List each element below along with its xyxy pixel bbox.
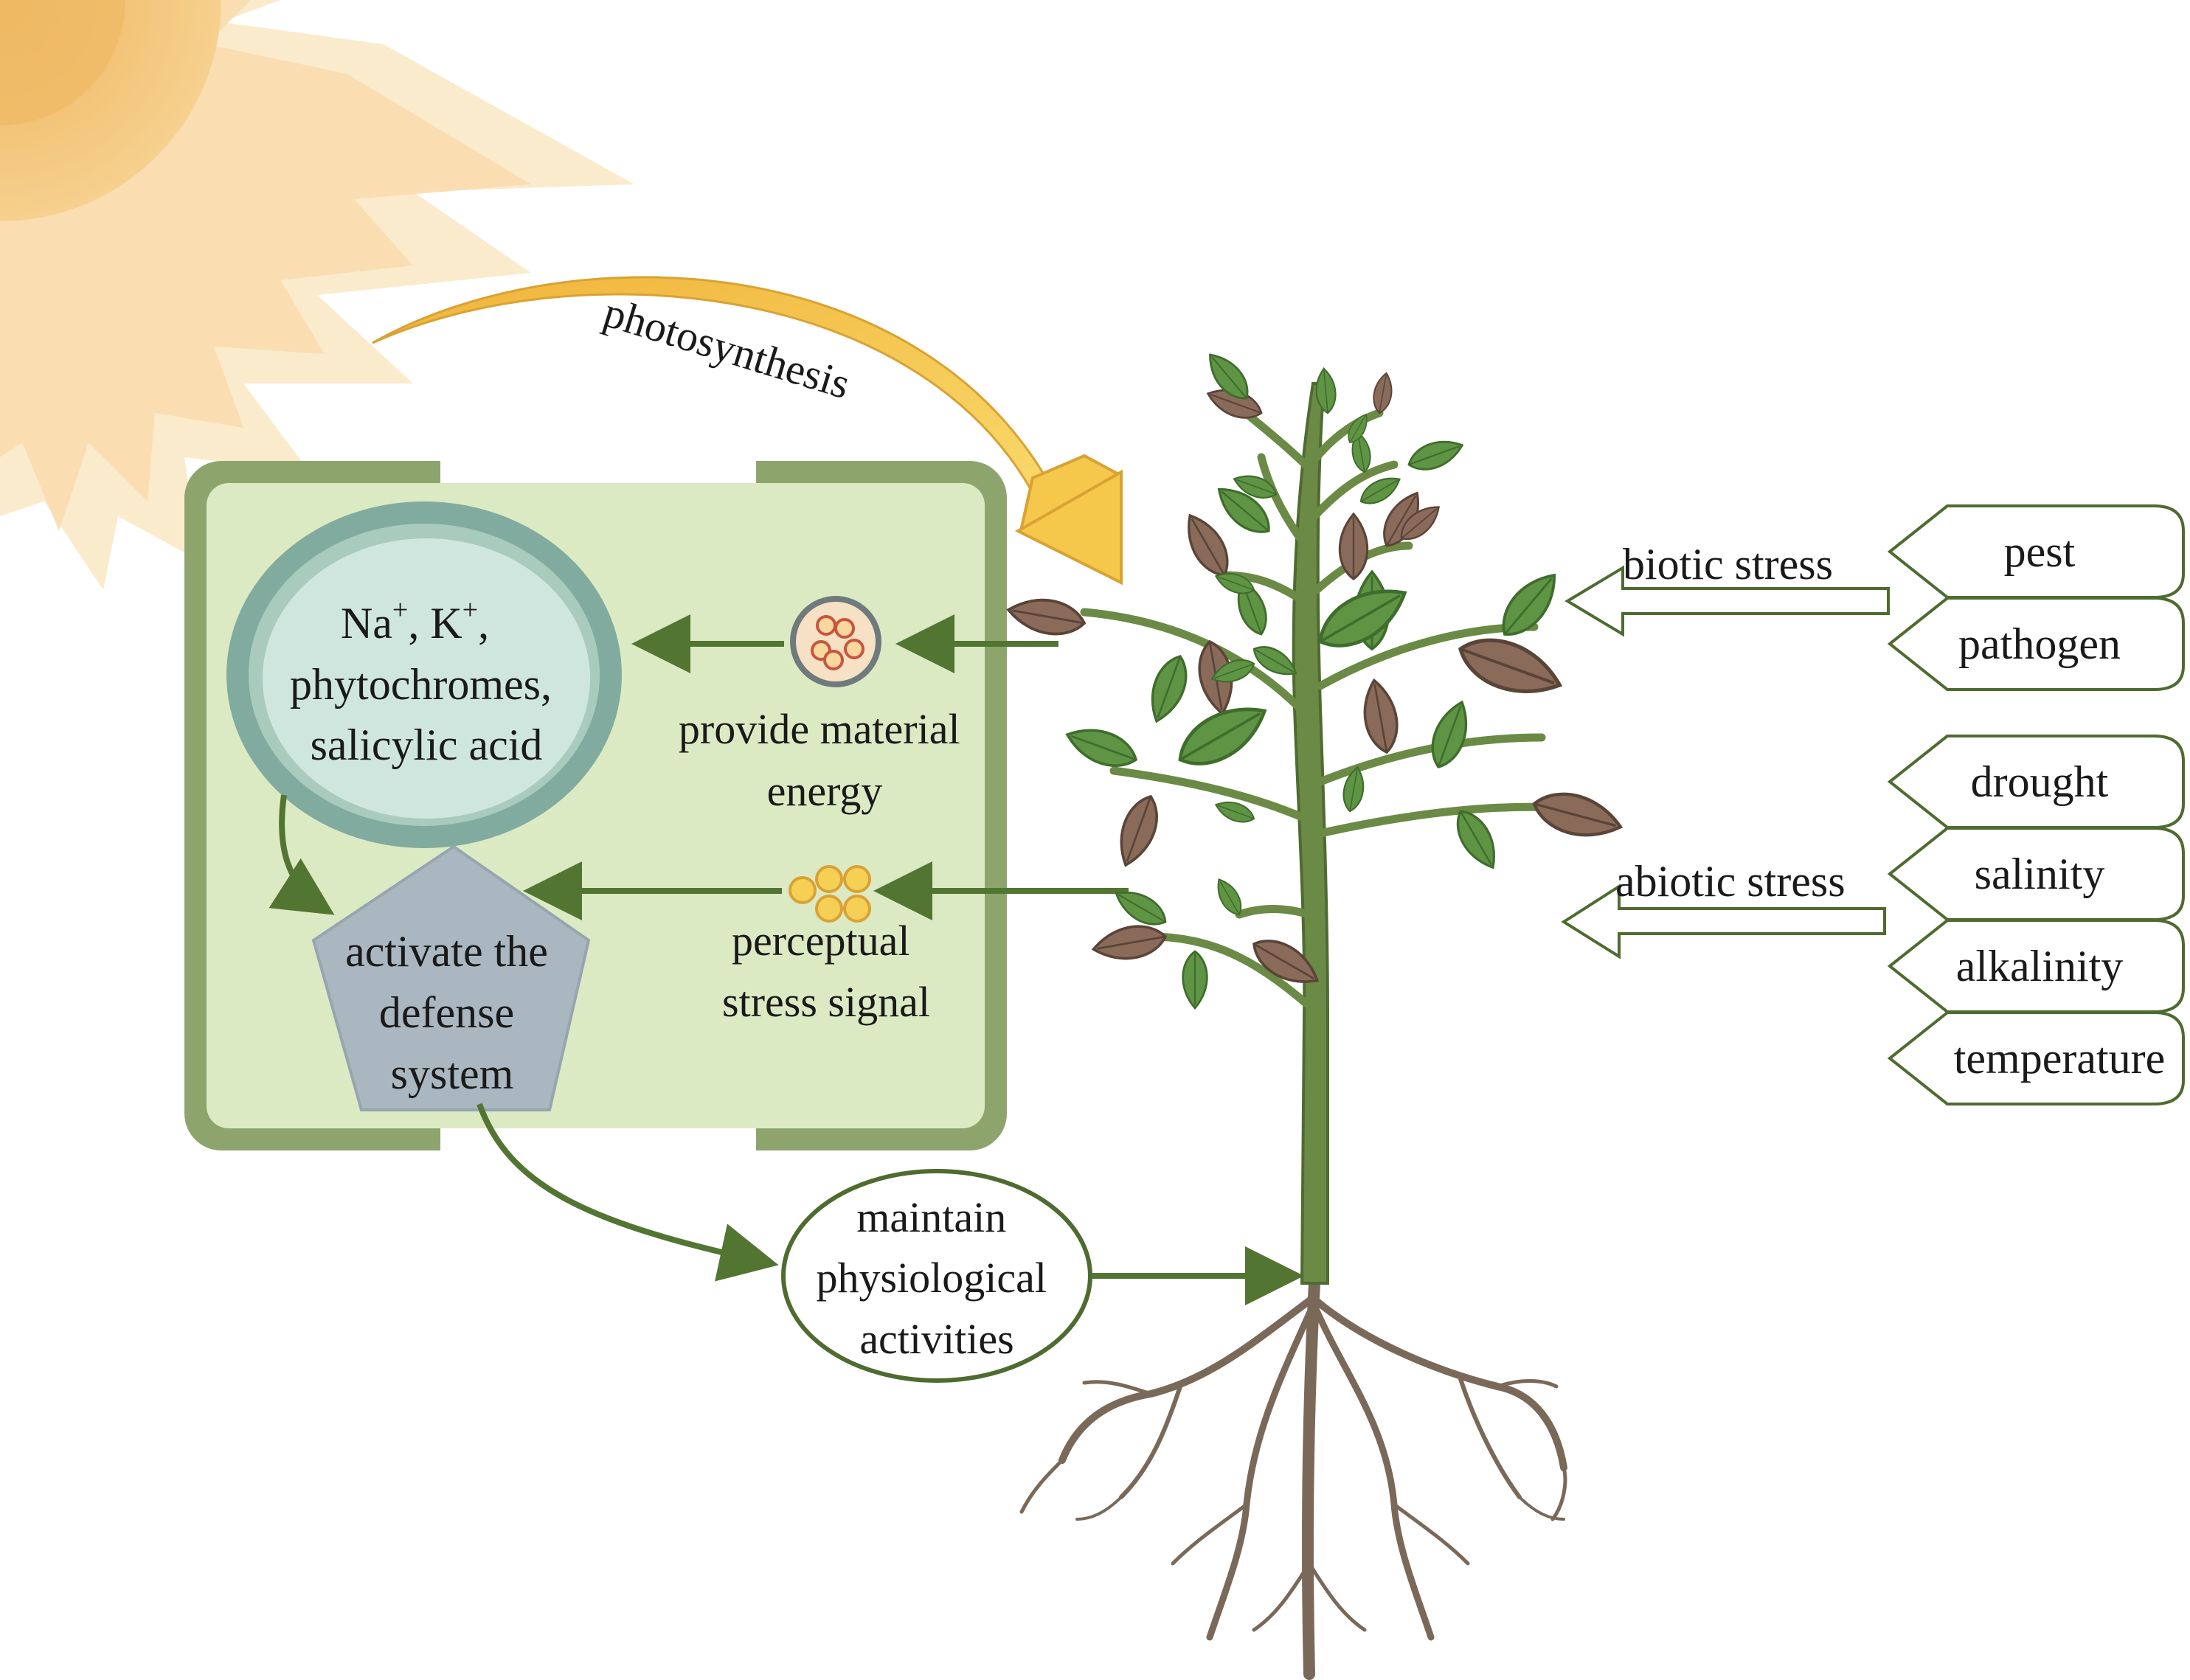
k-charge: + — [462, 594, 478, 625]
maintain-label: maintain physiological activities — [816, 1193, 1057, 1363]
sun-icon — [0, 0, 634, 590]
stress-box-pest: pest — [1887, 504, 2185, 599]
salicylic-acid-text: salicylic acid — [311, 721, 543, 769]
biotic-stress-arrow — [1564, 565, 1890, 637]
maintain-ellipse — [781, 1169, 1092, 1383]
roots — [1019, 1277, 1567, 1680]
k-ion: K — [430, 599, 462, 648]
na-charge: + — [392, 594, 408, 625]
ion-separator: , — [408, 599, 430, 648]
stress-box-alkalinity: alkalinity — [1887, 919, 2185, 1013]
abiotic-stress-arrow — [1561, 884, 1886, 959]
material-line-1: provide material — [679, 705, 960, 753]
stress-item-drought: drought — [1971, 757, 2109, 806]
abiotic-stress-label: abiotic stress — [1615, 857, 1846, 906]
defense-line-3: system — [391, 1049, 514, 1098]
stress-box-temperature: temperature — [1887, 1011, 2185, 1105]
material-line-2: energy — [767, 767, 883, 815]
stress-signal-icon — [789, 865, 871, 923]
vacuole — [226, 501, 622, 848]
defense-line-1: activate the — [345, 927, 548, 976]
signal-label: perceptual stress signal — [722, 917, 930, 1026]
na-ion: Na — [341, 599, 392, 648]
defense-label: activate the defense system — [345, 927, 559, 1098]
stress-item-pathogen: pathogen — [1958, 619, 2121, 668]
stress-item-pest: pest — [2004, 527, 2076, 576]
maintain-line-1: maintain — [856, 1193, 1006, 1241]
ion-line-end: , — [478, 599, 489, 648]
stress-box-drought: drought — [1887, 735, 2185, 829]
plant-illustration — [1004, 346, 1625, 1680]
stress-item-salinity: salinity — [1975, 850, 2105, 898]
vacuole-to-defense-arrow — [268, 794, 335, 915]
defense-line-2: defense — [379, 988, 514, 1037]
defense-to-maintain-arrow — [477, 1103, 779, 1282]
biotic-stress-label: biotic stress — [1623, 540, 1833, 589]
phytochromes-text: phytochromes, — [290, 660, 552, 709]
maintain-line-2: physiological — [816, 1254, 1047, 1302]
stress-item-alkalinity: alkalinity — [1956, 942, 2124, 990]
maintain-line-3: activities — [859, 1315, 1013, 1363]
photosynthesis-arrow — [372, 276, 1123, 586]
material-energy-icon — [790, 596, 881, 687]
defense-pentagon — [311, 844, 591, 1111]
signal-line-2: stress signal — [722, 978, 930, 1026]
signal-line-1: perceptual — [732, 917, 910, 965]
ions-label: Na+, K+, phytochromes, salicylic acid — [290, 594, 563, 769]
stress-item-temperature: temperature — [1954, 1034, 2166, 1083]
stress-box-pathogen: pathogen — [1887, 597, 2185, 691]
stress-box-salinity: salinity — [1887, 827, 2185, 921]
material-label: provide material energy — [679, 705, 971, 815]
